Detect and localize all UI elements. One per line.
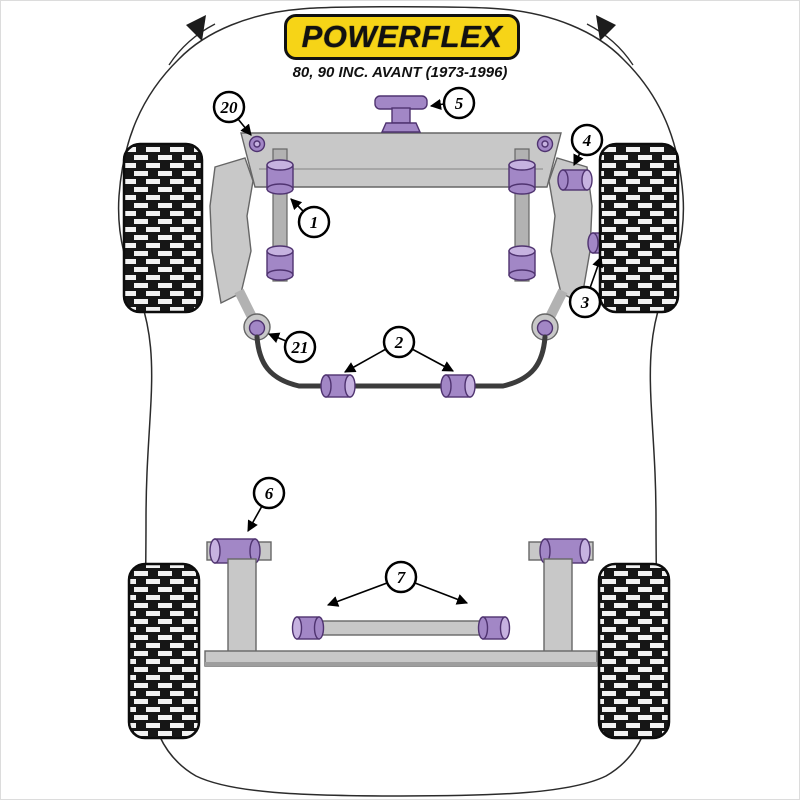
callout-4-label: 4 — [582, 131, 592, 150]
callout-2: 2 — [344, 325, 454, 373]
tire-front-left — [122, 142, 204, 314]
callout-2-arrow-left — [344, 348, 387, 373]
callout-7-label: 7 — [397, 568, 407, 587]
arb-bush-left-cap2 — [344, 374, 356, 398]
wishbone-bush-left-upper-bottom — [266, 183, 294, 195]
callout-21: 21 — [267, 330, 317, 364]
gearbox-mount-flange — [380, 122, 422, 133]
hub-carrier-left — [209, 157, 254, 305]
callout-6-arrow — [247, 505, 263, 532]
callout-20-circle — [212, 90, 246, 124]
wishbone-bush-right-lower-bottom — [508, 269, 536, 281]
arb-bush-left-cap1 — [320, 374, 332, 398]
gearbox-mount — [374, 95, 428, 133]
hood-crease-left — [168, 23, 216, 66]
callout-21-arrow — [267, 332, 287, 344]
centre-link-bush-right-inner — [477, 616, 489, 640]
wishbone-bush-right-lower-top — [508, 245, 536, 257]
callout-21-circle — [283, 330, 317, 364]
callout-3-circle — [568, 285, 602, 319]
rear-suspension — [204, 538, 598, 667]
tire-rear-left — [127, 562, 201, 740]
callout-6-label: 6 — [265, 484, 274, 503]
centre-link-bush-right-cap — [499, 616, 511, 640]
rear-axle-beam-shadow — [205, 662, 597, 666]
arb-bush-right-cap2 — [464, 374, 476, 398]
callout-2-arrow-right — [411, 348, 454, 372]
wishbone-bush-right-upper-top — [508, 159, 536, 171]
front-anti-roll-bar — [254, 334, 548, 389]
balljoint-bush-right — [536, 319, 554, 337]
hood-crease-right — [586, 23, 634, 66]
callout-21-label: 21 — [291, 338, 309, 357]
gearbox-mount-bar — [374, 95, 428, 110]
outer-bush-upper-right-cap — [581, 169, 593, 191]
gearbox-mount-stem — [391, 107, 411, 124]
callout-1-circle — [297, 205, 331, 239]
centre-link-bush-left-cap — [291, 616, 303, 640]
callout-20-arrow — [237, 118, 252, 136]
centre-link-bush-left-inner — [313, 616, 325, 640]
callout-20-label: 20 — [220, 98, 239, 117]
callout-1-arrow — [290, 198, 304, 212]
callout-6-circle — [252, 476, 286, 510]
callout-2-label: 2 — [394, 333, 404, 352]
outer-bush-upper-right-inner — [557, 169, 569, 191]
trailing-arm-right — [543, 558, 573, 654]
callout-3: 3 — [568, 255, 603, 319]
trailing-bush-left-cap1 — [209, 538, 221, 564]
callout-4: 4 — [570, 123, 604, 167]
subframe-bolt-left-center — [253, 140, 261, 148]
subframe-bolt-right-center — [541, 140, 549, 148]
powerflex-logo-text: POWERFLEX — [301, 19, 503, 54]
front-suspension — [209, 95, 623, 398]
callout-3-arrow — [589, 255, 603, 289]
callout-7-arrow-right — [414, 582, 469, 605]
arb-bush-right-cap1 — [440, 374, 452, 398]
callout-1-label: 1 — [310, 213, 319, 232]
model-subtitle: 80, 90 INC. AVANT (1973-1996) — [292, 64, 508, 81]
callout-4-arrow — [573, 152, 584, 167]
callout-5-arrow — [429, 98, 445, 111]
outer-bush-lower-right-inner — [587, 232, 599, 254]
callout-20: 20 — [212, 90, 252, 136]
wishbone-bush-right-upper-bottom — [508, 183, 536, 195]
rear-centre-link — [314, 620, 488, 636]
tire-front-right — [598, 142, 680, 314]
callout-5: 5 — [429, 86, 476, 120]
wishbone-bush-left-lower-top — [266, 245, 294, 257]
callout-7: 7 — [326, 560, 469, 607]
callout-7-circle — [384, 560, 418, 594]
callout-5-label: 5 — [455, 94, 464, 113]
front-subframe — [240, 132, 562, 188]
callout-5-circle — [442, 86, 476, 120]
callout-7-arrow-left — [326, 582, 388, 607]
powerflex-logo: POWERFLEX — [284, 14, 520, 60]
callout-2-circle — [382, 325, 416, 359]
trailing-arm-left — [227, 558, 257, 654]
trailing-bush-right-cap2 — [579, 538, 591, 564]
hub-carrier-right — [548, 157, 593, 305]
mirror-right — [596, 15, 616, 41]
wishbone-bush-left-upper-top — [266, 159, 294, 171]
wishbone-bush-left-lower-bottom — [266, 269, 294, 281]
callout-3-label: 3 — [580, 293, 590, 312]
mirror-left — [186, 15, 206, 41]
tire-rear-right — [597, 562, 671, 740]
callout-4-circle — [570, 123, 604, 157]
balljoint-bush-left — [248, 319, 266, 337]
callout-6: 6 — [247, 476, 286, 532]
callout-1: 1 — [290, 198, 331, 239]
